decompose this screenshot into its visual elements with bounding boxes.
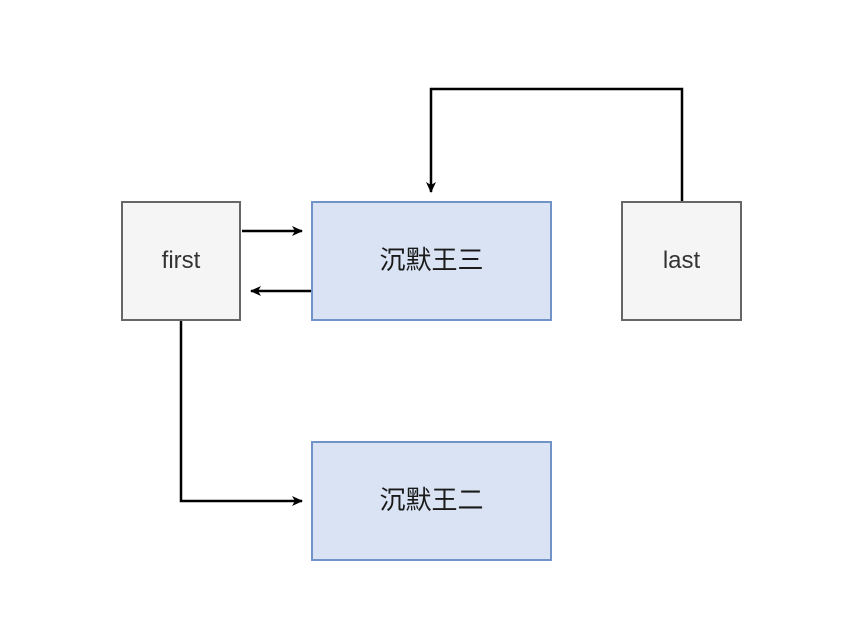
node-last-label: last: [662, 246, 701, 274]
node-first-label: first: [161, 246, 201, 274]
node-wang-san-label: 沉默王三: [379, 245, 484, 276]
edge-last-to-wang-san[interactable]: [426, 87, 684, 201]
node-first[interactable]: first: [121, 201, 241, 321]
edge-first-to-wang-er[interactable]: [179, 321, 303, 506]
node-last[interactable]: last: [621, 201, 742, 321]
node-wang-er-label: 沉默王二: [379, 485, 484, 516]
node-wang-er[interactable]: 沉默王二: [311, 441, 552, 561]
node-wang-san[interactable]: 沉默王三: [311, 201, 552, 321]
